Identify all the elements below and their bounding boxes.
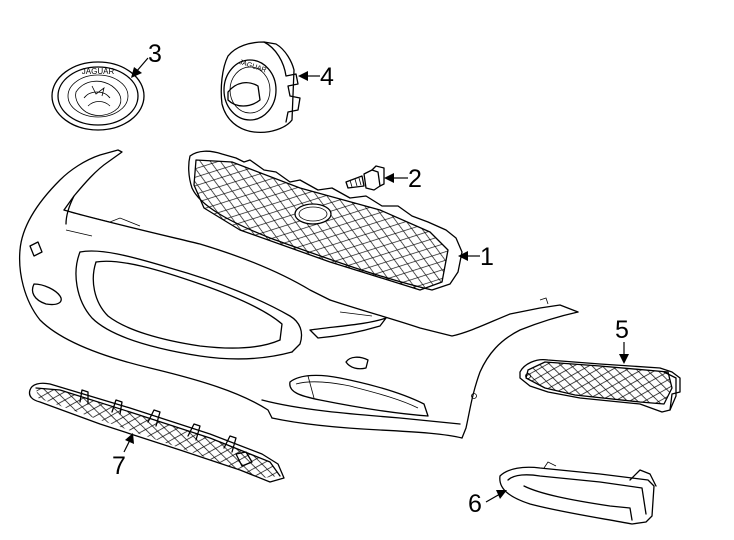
callout-7-label: 7 (112, 452, 126, 480)
callout-5: 5 (615, 316, 629, 364)
side-grille (519, 358, 681, 413)
callout-6: 6 (468, 490, 507, 518)
callout-7: 7 (112, 433, 134, 480)
callout-1-label: 1 (480, 243, 494, 271)
callout-3: 3 (131, 40, 162, 78)
housing-text: JAGUAR (238, 59, 267, 74)
callout-5-label: 5 (615, 316, 629, 344)
callout-6-label: 6 (468, 490, 482, 518)
emblem-housing: JAGUAR (220, 41, 301, 134)
emblem: JAGUAR (51, 61, 145, 131)
emblem-text: JAGUAR (82, 67, 115, 76)
callout-4-label: 4 (320, 63, 334, 91)
bumper-cover (18, 149, 579, 439)
callout-1: 1 (458, 243, 494, 271)
callout-4: 4 (298, 63, 334, 91)
callout-3-label: 3 (148, 40, 162, 68)
callout-2: 2 (384, 165, 422, 193)
upper-grille (188, 150, 463, 291)
lower-trim-bezel (499, 461, 657, 525)
callout-2-label: 2 (408, 165, 422, 193)
lower-grille-strip (28, 382, 285, 483)
screw (345, 165, 385, 191)
